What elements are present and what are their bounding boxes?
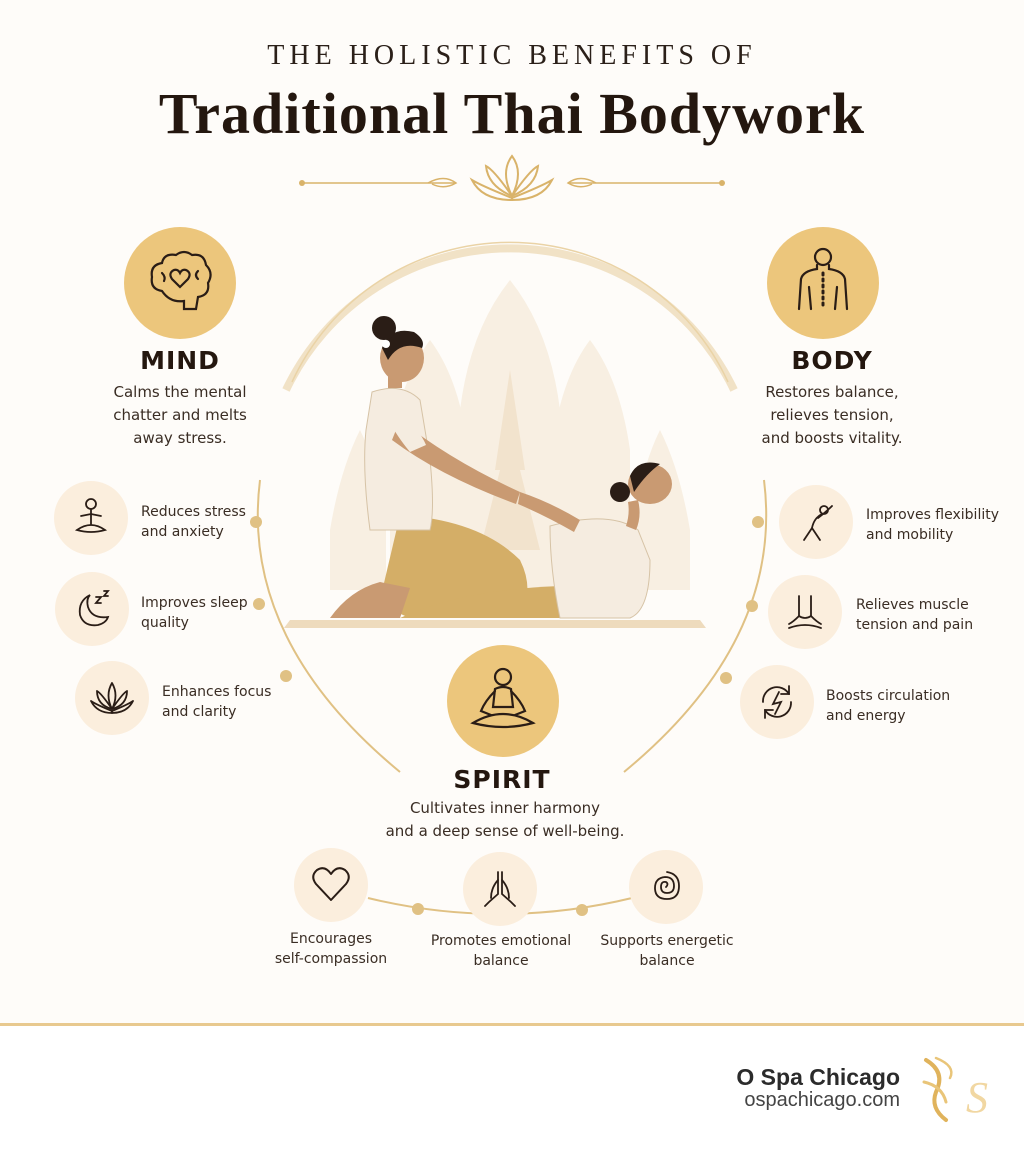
body-benefit-icon-3 xyxy=(740,665,814,739)
body-benefit-text-2: Relieves muscle tension and pain xyxy=(856,597,974,633)
spirit-benefit-icon-1 xyxy=(294,848,368,922)
mind-benefit-text-2: Improves sleep quality xyxy=(141,595,248,631)
svg-text:S: S xyxy=(966,1073,988,1122)
mind-benefit-icon-3 xyxy=(75,661,149,735)
meditation-pose-icon xyxy=(470,667,536,729)
body-title: BODY xyxy=(791,346,873,375)
mind-benefit-text-3: Enhances focus and clarity xyxy=(162,684,272,720)
footer-divider xyxy=(0,1023,1024,1026)
brand-name: O Spa Chicago xyxy=(736,1064,900,1090)
body-description: Restores balance, relieves tension, and … xyxy=(761,383,903,447)
meditating-person-icon xyxy=(74,498,108,533)
body-benefit-text-3: Boosts circulation and energy xyxy=(826,688,951,724)
praying-hands-icon xyxy=(484,871,516,907)
spirit-benefit-icon-2 xyxy=(463,852,537,926)
page-title: Traditional Thai Bodywork xyxy=(158,81,866,146)
lotus-icon xyxy=(90,682,134,714)
massage-hands-icon xyxy=(788,595,822,629)
body-circle xyxy=(767,227,879,339)
spirit-benefit-text-1: Encourages self-compassion xyxy=(274,931,388,967)
brand-url[interactable]: ospachicago.com xyxy=(744,1089,900,1111)
energy-cycle-icon xyxy=(762,685,792,719)
spirit-title: SPIRIT xyxy=(453,765,551,794)
spirit-circle xyxy=(447,645,559,757)
mind-benefit-icon-2 xyxy=(55,572,129,646)
mind-benefit-text-1: Reduces stress and anxiety xyxy=(141,504,246,540)
spirit-benefit-text-3: Supports energetic balance xyxy=(600,933,734,969)
moon-sleep-icon xyxy=(78,590,110,627)
body-benefit-icon-1 xyxy=(779,485,853,559)
stretching-figure-icon xyxy=(803,505,833,541)
spine-back-icon xyxy=(797,247,849,311)
body-benefit-icon-2 xyxy=(768,575,842,649)
spiral-icon xyxy=(654,871,680,900)
mind-title: MIND xyxy=(140,346,220,375)
supertitle: THE HOLISTIC BENEFITS OF xyxy=(267,40,757,71)
brain-heart-icon xyxy=(150,250,212,311)
mind-description: Calms the mental chatter and melts away … xyxy=(113,383,247,447)
lotus-divider-icon xyxy=(299,154,725,202)
footer xyxy=(0,1026,1024,1154)
logo-icon: S xyxy=(922,1056,988,1122)
mind-circle xyxy=(124,227,236,339)
heart-icon xyxy=(312,867,350,901)
body-benefit-text-1: Improves flexibility and mobility xyxy=(866,507,999,543)
spirit-benefit-icon-3 xyxy=(629,850,703,924)
mind-benefit-icon-1 xyxy=(54,481,128,555)
spirit-benefit-text-2: Promotes emotional balance xyxy=(430,933,572,969)
spirit-description: Cultivates inner harmony and a deep sens… xyxy=(385,799,625,840)
